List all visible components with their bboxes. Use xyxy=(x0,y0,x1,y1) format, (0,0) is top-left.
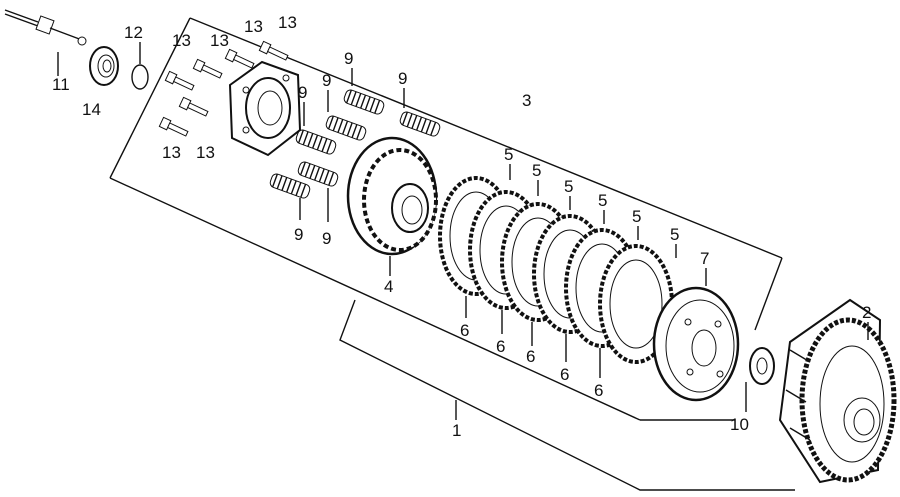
label-6-d: 6 xyxy=(560,365,569,384)
callout-labels: 11 14 12 13 13 13 13 13 13 9 9 9 9 9 9 3… xyxy=(52,13,871,440)
label-9-d: 9 xyxy=(298,83,307,102)
label-9-a: 9 xyxy=(344,49,353,68)
part-pressure-disc-7 xyxy=(652,286,740,402)
label-9-b: 9 xyxy=(322,71,331,90)
label-5-d: 5 xyxy=(598,191,607,210)
label-12: 12 xyxy=(124,23,143,42)
part-circlip-12 xyxy=(131,64,149,90)
label-13-f: 13 xyxy=(196,143,215,162)
assembly-bracket-1 xyxy=(339,299,795,491)
label-5-e: 5 xyxy=(632,207,641,226)
assembly-bracket-3 xyxy=(109,17,783,421)
label-9-e: 9 xyxy=(294,225,303,244)
label-6-e: 6 xyxy=(594,381,603,400)
label-11: 11 xyxy=(52,75,70,94)
label-13-d: 13 xyxy=(278,13,297,32)
label-6-b: 6 xyxy=(496,337,505,356)
label-9-c: 9 xyxy=(398,69,407,88)
label-14: 14 xyxy=(82,100,101,119)
label-4: 4 xyxy=(384,277,393,296)
label-2: 2 xyxy=(862,303,871,322)
label-13-b: 13 xyxy=(210,31,229,50)
label-5-a: 5 xyxy=(504,145,513,164)
label-13-a: 13 xyxy=(172,31,191,50)
label-6-a: 6 xyxy=(460,321,469,340)
part-bolts-13 xyxy=(158,40,289,137)
label-1: 1 xyxy=(452,421,461,440)
part-clutch-outer-2 xyxy=(778,298,897,484)
label-13-c: 13 xyxy=(244,17,263,36)
part-bearing-14 xyxy=(89,46,119,86)
label-5-f: 5 xyxy=(670,225,679,244)
label-3: 3 xyxy=(522,91,531,110)
part-lock-washer-10 xyxy=(749,347,775,385)
label-7: 7 xyxy=(700,249,709,268)
label-10: 10 xyxy=(730,415,749,434)
part-pushrod-11 xyxy=(4,9,87,46)
part-clutch-discs xyxy=(438,176,674,364)
label-5-c: 5 xyxy=(564,177,573,196)
label-13-e: 13 xyxy=(162,143,181,162)
label-6-c: 6 xyxy=(526,347,535,366)
part-pressure-plate xyxy=(228,60,302,157)
part-clutch-center-4 xyxy=(346,136,438,256)
label-5-b: 5 xyxy=(532,161,541,180)
label-9-f: 9 xyxy=(322,229,331,248)
part-springs-9 xyxy=(269,89,441,199)
